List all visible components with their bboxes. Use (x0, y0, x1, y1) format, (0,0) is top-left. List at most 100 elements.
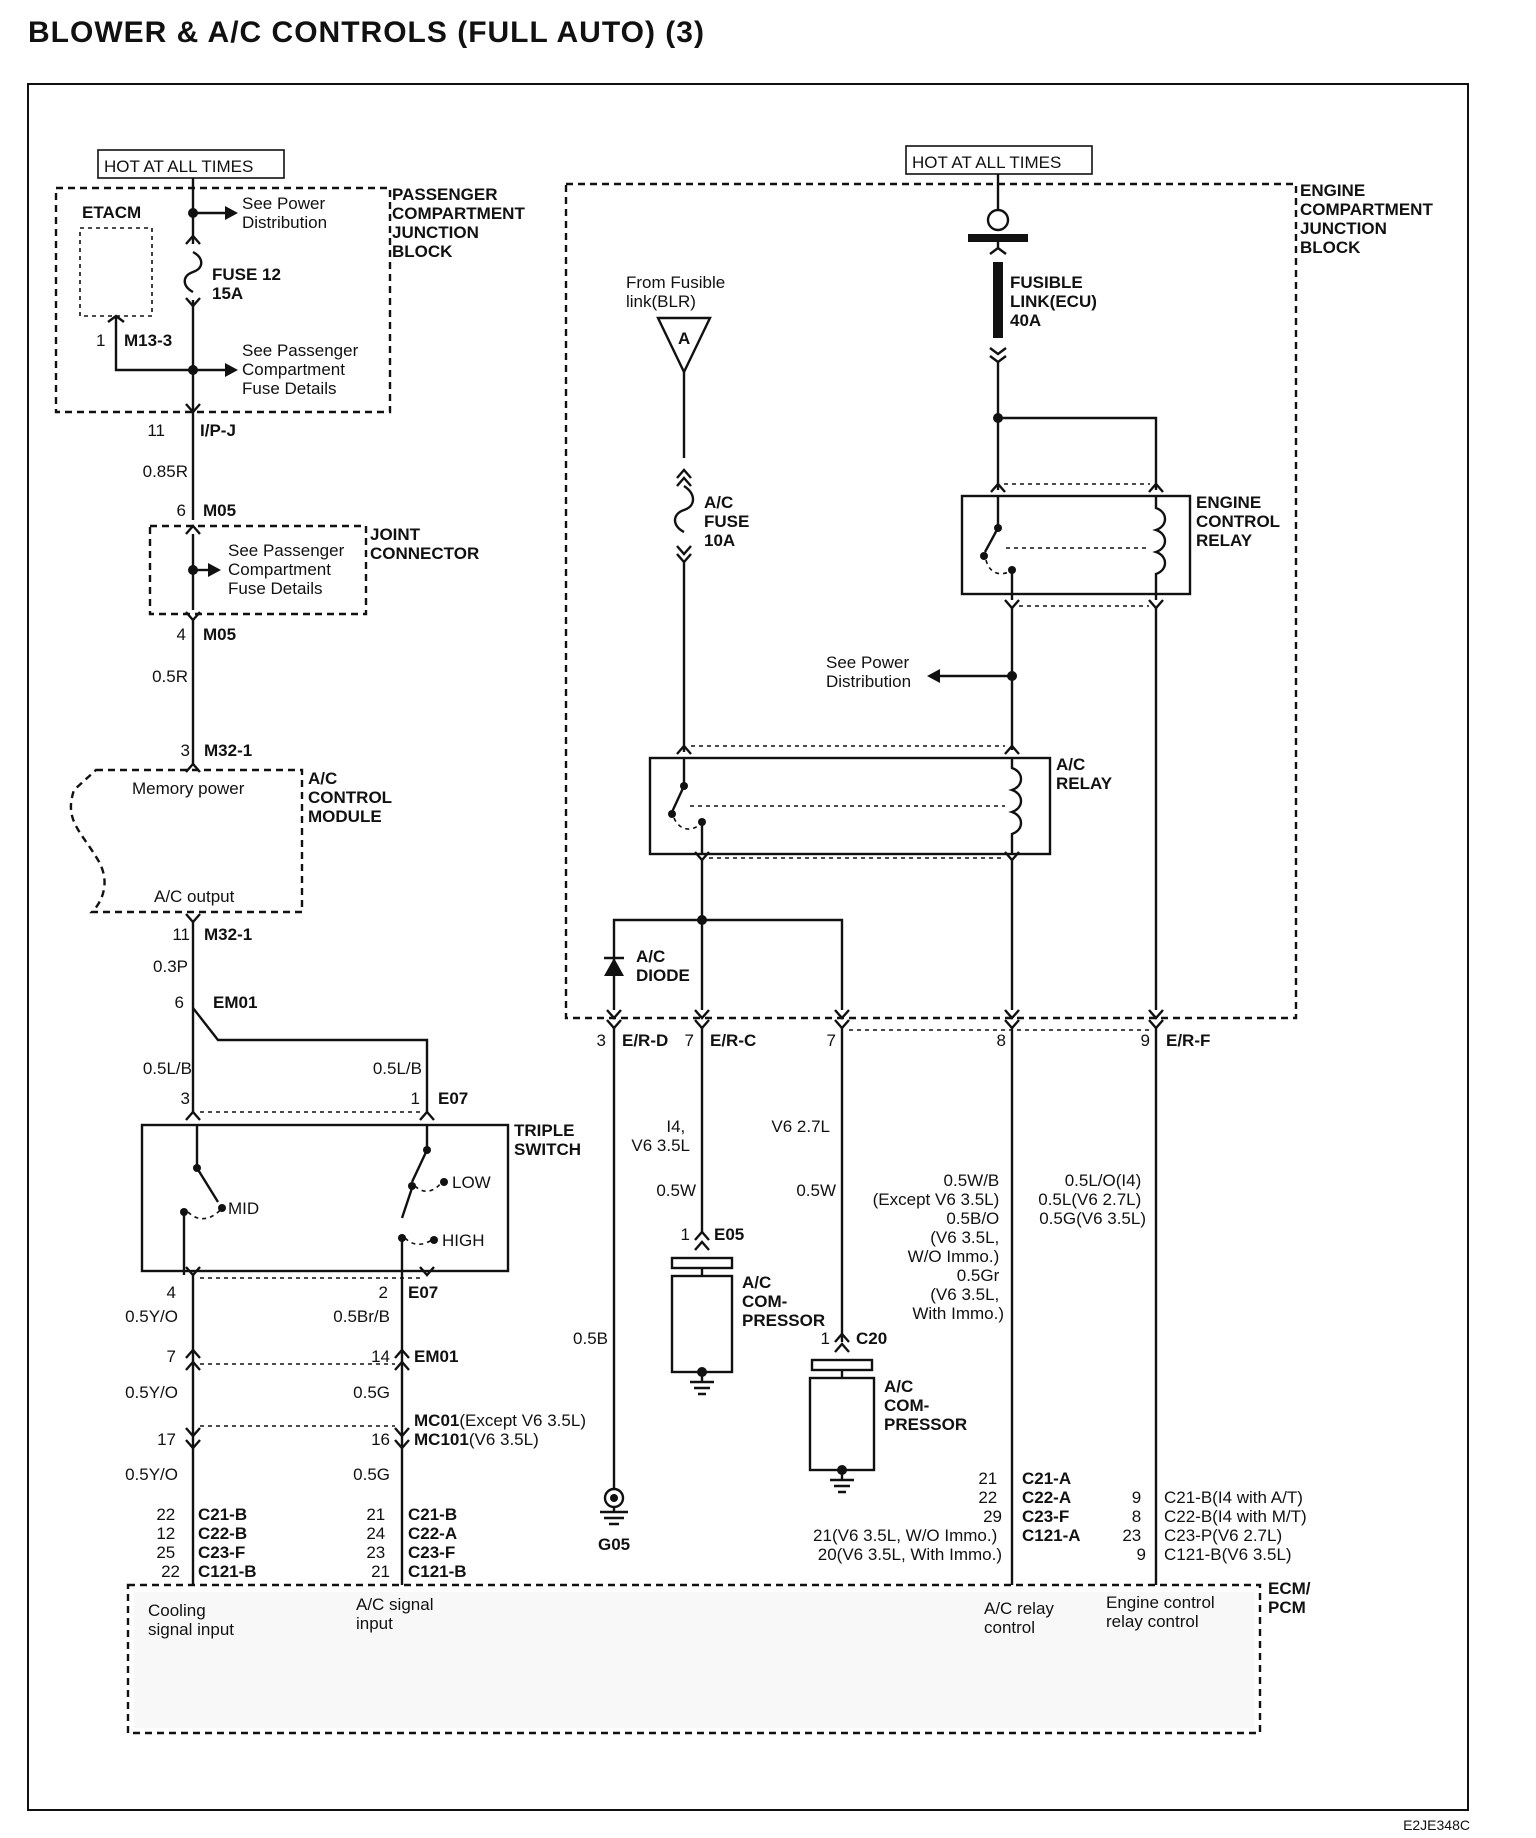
ac-control-module-outline (69, 768, 304, 914)
ecm-relay-connectors: C21-A C22-A C23-F C121-A (1022, 1469, 1081, 1545)
passenger-junction-block-outline (54, 186, 392, 414)
triple-switch-pin-3: 3 (181, 1089, 190, 1108)
m05-pin-6: 6 (177, 501, 186, 520)
hot-at-all-times-box-left (97, 149, 285, 179)
triple-switch-pin-2: 2 (379, 1283, 388, 1302)
connector-a-triangle (656, 316, 712, 375)
er-c-connector: E/R-C (710, 1031, 756, 1050)
ac-diode-icon (604, 958, 624, 976)
switch-low-label: LOW (452, 1173, 491, 1192)
ac-control-module-label: A/C CONTROL MODULE (308, 769, 396, 826)
see-passenger-fuse-details-2: See Passenger Compartment Fuse Details (228, 541, 349, 598)
diagram-code: E2JE348C (1403, 1817, 1470, 1833)
wire-0-5g-1: 0.5G (353, 1383, 390, 1402)
variant-v627: V6 2.7L (771, 1117, 830, 1136)
see-power-distribution-left: See Power Distribution (242, 194, 330, 232)
wire-0-5r: 0.5R (152, 667, 188, 686)
wire-0-5lb-right: 0.5L/B (373, 1059, 422, 1078)
ecm-left-pins: 22 12 25 22 (156, 1505, 180, 1581)
engine-control-relay-outline (960, 494, 1192, 596)
wire-0-3p: 0.3P (153, 957, 188, 976)
e07-connector-b: E07 (408, 1283, 438, 1302)
mc01-connector: MC01(Except V6 3.5L) (414, 1411, 586, 1430)
wire-0-5lb-left: 0.5L/B (143, 1059, 192, 1078)
wire-8-spec: 0.5W/B (Except V6 3.5L) 0.5B/O (V6 3.5L,… (873, 1171, 1004, 1323)
wire-0-5yo-2: 0.5Y/O (125, 1383, 178, 1402)
ground-g05: G05 (598, 1535, 630, 1554)
ipj-connector: I/P-J (200, 421, 236, 440)
em01-pin-7: 7 (167, 1347, 176, 1366)
fusible-link-ecu-icon (993, 262, 1003, 338)
wire-0-5g-2: 0.5G (353, 1465, 390, 1484)
ac-signal-input: A/C signal input (356, 1595, 438, 1633)
triple-switch-outline (140, 1123, 510, 1273)
fuse-12-label: FUSE 12 15A (212, 265, 286, 303)
ac-compressor-2-label: A/C COM- PRESSOR (884, 1377, 967, 1434)
engine-junction-block-outline (564, 182, 1298, 1020)
wire-0-5w-a: 0.5W (656, 1181, 696, 1200)
m32-1-connector-a: M32-1 (204, 741, 252, 760)
ecm-mid-connectors: C21-B C22-A C23-F C121-B (408, 1505, 467, 1581)
see-passenger-fuse-details-1: See Passenger Compartment Fuse Details (242, 341, 363, 398)
hot-at-all-times-right: HOT AT ALL TIMES (912, 153, 1061, 172)
e07-connector-a: E07 (438, 1089, 468, 1108)
engine-control-relay-control: Engine control relay control (1106, 1593, 1219, 1631)
m32-1-pin-11: 11 (172, 925, 190, 944)
em01-pin-6: 6 (175, 993, 184, 1012)
etacm-outline (79, 227, 153, 317)
ac-output-label: A/C output (154, 887, 235, 906)
er-d-connector: E/R-D (622, 1031, 668, 1050)
ac-compressor-1-label: A/C COM- PRESSOR (742, 1273, 825, 1330)
ecm-pcm-outline (126, 1583, 1262, 1735)
etacm-label: ETACM (82, 203, 141, 222)
cooling-signal-input: Cooling signal input (148, 1601, 234, 1639)
wire-0-5b: 0.5B (573, 1329, 608, 1348)
ac-relay-control: A/C relay control (984, 1599, 1059, 1637)
ecm-left-connectors: C21-B C22-B C23-F C121-B (198, 1505, 257, 1581)
passenger-junction-block-label: PASSENGER COMPARTMENT JUNCTION BLOCK (392, 185, 530, 261)
ecm-pcm-label: ECM/ PCM (1268, 1579, 1315, 1617)
ac-fuse-icon (673, 468, 695, 752)
variant-i4-v635: I4, V6 3.5L (631, 1117, 690, 1155)
wire-0-5yo-3: 0.5Y/O (125, 1465, 178, 1484)
memory-power-label: Memory power (132, 779, 245, 798)
ac-compressor-1-icon (670, 1274, 734, 1374)
hot-at-all-times-left: HOT AT ALL TIMES (104, 157, 253, 176)
ac-relay-outline (648, 756, 1052, 856)
er-d-pin: 3 (597, 1031, 606, 1050)
ecm-ecr-pins: 9 8 23 9 (1122, 1488, 1146, 1564)
page-title: BLOWER & A/C CONTROLS (FULL AUTO) (3) (28, 16, 705, 49)
ecm-ecr-connectors: C21-B(I4 with A/T) C22-B(I4 with M/T) C2… (1164, 1488, 1311, 1564)
diagram-frame (27, 83, 1469, 1811)
mc01-pin-16: 16 (371, 1430, 390, 1449)
switch-high-label: HIGH (442, 1231, 485, 1250)
m32-1-pin-3: 3 (181, 741, 190, 760)
c20-pin: 1 (821, 1329, 830, 1348)
triple-switch-pin-1: 1 (411, 1089, 420, 1108)
er-c-pin: 7 (685, 1031, 694, 1050)
e05-pin: 1 (681, 1225, 690, 1244)
er-f-connector: E/R-F (1166, 1031, 1210, 1050)
ac-relay-label: A/C RELAY (1056, 755, 1113, 793)
fuse-12-icon (183, 234, 203, 308)
ac-fuse-label: A/C FUSE 10A (704, 493, 754, 550)
from-fusible-link-label: From Fusible link(BLR) (626, 273, 730, 311)
m13-3-connector: M13-3 (124, 331, 172, 350)
wire-9-spec: 0.5L/O(I4) 0.5L(V6 2.7L) 0.5G(V6 3.5L) (1038, 1171, 1146, 1228)
engine-junction-block-label: ENGINE COMPARTMENT JUNCTION BLOCK (1300, 181, 1438, 257)
see-power-distribution-right: See Power Distribution (826, 653, 914, 691)
c20-connector: C20 (856, 1329, 887, 1348)
ipj-pin: 11 (147, 421, 165, 440)
em01-connector-b: EM01 (414, 1347, 458, 1366)
e05-connector: E05 (714, 1225, 744, 1244)
wire-0-5w-b: 0.5W (796, 1181, 836, 1200)
connector-a-letter: A (678, 329, 690, 348)
m32-1-connector-b: M32-1 (204, 925, 252, 944)
fusible-link-ecu-label: FUSIBLE LINK(ECU) 40A (1010, 273, 1102, 330)
ecm-relay-extra: 21(V6 3.5L, W/O Immo.) 20(V6 3.5L, With … (813, 1526, 1002, 1564)
ac-compressor-2-icon (808, 1376, 876, 1472)
er-9-pin: 9 (1141, 1031, 1150, 1050)
joint-connector-label: JOINT CONNECTOR (370, 525, 479, 563)
ecm-relay-pins: 21 22 29 (978, 1469, 1002, 1526)
